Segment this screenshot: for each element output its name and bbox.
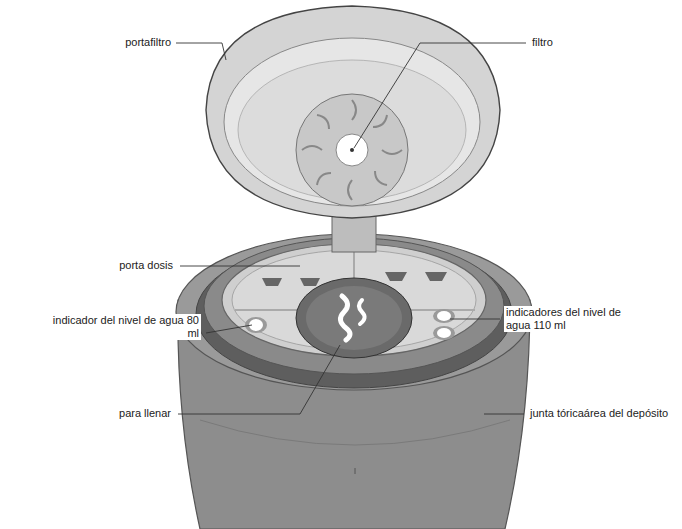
part-label: indicador del nivel de agua 80 ml	[47, 314, 201, 340]
part-label: junta tóricaárea del depósito	[528, 407, 672, 420]
part-label: para llenar	[117, 407, 173, 420]
part-label: porta dosis	[117, 259, 175, 272]
part-label: portafiltro	[123, 36, 173, 49]
part-label: indicadores del nivel de agua 110 ml	[504, 306, 638, 332]
part-label: filtro	[530, 36, 555, 49]
